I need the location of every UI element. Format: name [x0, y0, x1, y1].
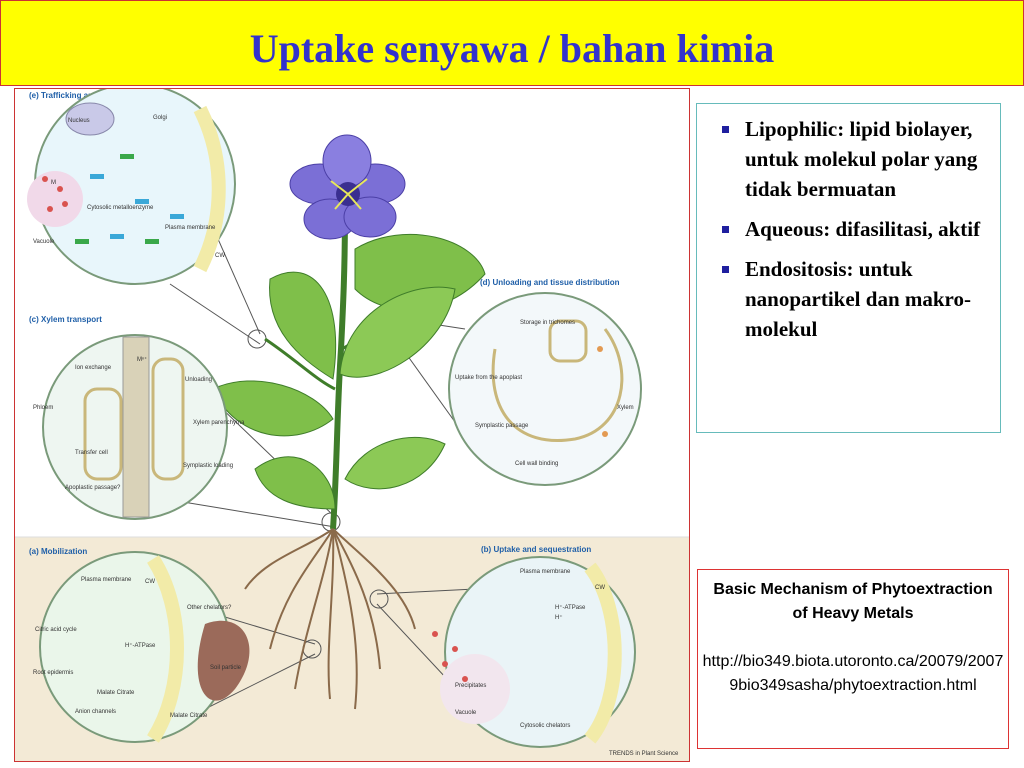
- label-plasma-membrane-a: Plasma membrane: [81, 577, 132, 583]
- bullet-text: Lipophilic: lipid biolayer, untuk moleku…: [745, 117, 978, 201]
- panel-d-header: (d) Unloading and tissue distribution: [480, 278, 620, 287]
- label-cw-b: CW: [595, 585, 605, 591]
- label-ion-exchange: Ion exchange: [75, 365, 112, 371]
- label-uptake-from-apoplast: Uptake from the apoplast: [455, 375, 522, 381]
- plant-stem: [330, 208, 348, 530]
- panel-c-circle: Ion exchange Unloading Phloem Xylem pare…: [33, 334, 245, 520]
- metal-ion: [57, 186, 63, 192]
- panel-a-circle: Plasma membrane CW Other chelators? Citr…: [33, 551, 250, 743]
- ion-plus-label: Mⁿ⁺: [137, 356, 147, 363]
- label-h-atpase-b: H⁺-ATPase: [555, 604, 586, 611]
- flower: [289, 134, 406, 240]
- title-bar: Uptake senyawa / bahan kimia: [0, 0, 1024, 86]
- label-soil-particle: Soil particle: [210, 665, 242, 671]
- metal-ion: [602, 431, 608, 437]
- metal-ion: [452, 646, 458, 652]
- plant-roots: [244, 528, 416, 710]
- bullet-text: Endositosis: untuk nanopartikel dan makr…: [745, 257, 971, 341]
- label-symplastic-passage: Symplastic passage: [475, 423, 529, 429]
- label-cytosolic-metalloenzyme: Cytosolic metalloenzyme: [87, 205, 154, 211]
- figure-svg: (e) Trafficking and sequestration (c) Xy…: [15, 89, 689, 761]
- plant-leaves: [212, 233, 486, 510]
- bullet-item-endositosis: Endositosis: untuk nanopartikel dan makr…: [711, 254, 990, 344]
- panel-b-header: (b) Uptake and sequestration: [481, 545, 591, 554]
- label-plasma-membrane-e: Plasma membrane: [165, 225, 216, 231]
- metal-ion: [432, 631, 438, 637]
- label-golgi: Golgi: [153, 115, 167, 121]
- label-xylem-parenchyma: Xylem parenchyma: [193, 420, 245, 426]
- metal-ion: [62, 201, 68, 207]
- bullet-list-box: Lipophilic: lipid biolayer, untuk moleku…: [696, 103, 1001, 433]
- label-phloem: Phloem: [33, 405, 53, 411]
- label-other-chelators: Other chelators?: [187, 605, 232, 611]
- metal-ion: [47, 206, 53, 212]
- square-bullet-icon: [722, 226, 729, 233]
- bullet-text: Aqueous: difasilitasi, aktif: [745, 217, 981, 241]
- zoom-marker-leaf: [247, 329, 267, 349]
- reference-title: Basic Mechanism of Phytoextraction of He…: [713, 581, 993, 622]
- proton-label: H⁺: [555, 614, 563, 621]
- figure-credit: TRENDS in Plant Science: [609, 751, 679, 757]
- zoom-marker-root-right: [369, 589, 389, 609]
- label-cell-wall-binding: Cell wall binding: [515, 461, 558, 467]
- label-root-epidermis: Root epidermis: [33, 670, 73, 676]
- metal-ion: [42, 176, 48, 182]
- reference-url[interactable]: http://bio349.biota.utoronto.ca/20079/20…: [702, 653, 1004, 694]
- label-storage-in-trichomes: Storage in trichomes: [520, 320, 575, 326]
- metal-ion: [597, 346, 603, 352]
- phytoextraction-figure: (e) Trafficking and sequestration (c) Xy…: [14, 88, 690, 762]
- metal-ion: [462, 676, 468, 682]
- label-transfer-cell: Transfer cell: [75, 450, 108, 456]
- label-plasma-membrane-b: Plasma membrane: [520, 569, 571, 575]
- panel-a-header: (a) Mobilization: [29, 547, 87, 556]
- label-nucleus: Nucleus: [68, 118, 90, 124]
- bullet-item-aqueous: Aqueous: difasilitasi, aktif: [711, 214, 990, 244]
- metal-ion: [442, 661, 448, 667]
- label-cw-e: CW: [215, 253, 225, 259]
- label-vacuole-b: Vacuole: [455, 710, 477, 716]
- bullet-list: Lipophilic: lipid biolayer, untuk moleku…: [697, 104, 1000, 344]
- label-malate-citrate-2: Malate Citrate: [170, 713, 208, 719]
- label-unloading: Unloading: [185, 377, 212, 383]
- label-xylem-d: Xylem: [617, 405, 634, 411]
- label-cw-a: CW: [145, 579, 155, 585]
- leaf-stalk-left: [264, 337, 336, 391]
- panel-b-circle: Plasma membrane CW H⁺-ATPase Precipitate…: [440, 556, 636, 748]
- label-h-atpase-a: H⁺-ATPase: [125, 642, 156, 649]
- panel-c-header: (c) Xylem transport: [29, 315, 102, 324]
- bullet-item-lipophilic: Lipophilic: lipid biolayer, untuk moleku…: [711, 114, 990, 204]
- slide-title: Uptake senyawa / bahan kimia: [249, 26, 775, 71]
- square-bullet-icon: [722, 266, 729, 273]
- label-apoplastic-passage: Apoplastic passage?: [65, 485, 121, 491]
- label-cytosolic-chelators: Cytosolic chelators: [520, 723, 570, 729]
- label-symplastic-loading: Symplastic loading: [183, 463, 233, 469]
- label-citric-acid-cycle: Citric acid cycle: [35, 627, 77, 633]
- metal-ions: M Mⁿ⁺ H⁺: [42, 176, 608, 682]
- label-vacuole-e: Vacuole: [33, 239, 55, 245]
- ion-label: M: [51, 180, 56, 186]
- label-anion-channels: Anion channels: [75, 709, 116, 715]
- panel-e-circle: Nucleus Golgi Cytosolic metalloenzyme Pl…: [27, 89, 236, 285]
- label-precipitates: Precipitates: [455, 683, 486, 689]
- square-bullet-icon: [722, 126, 729, 133]
- panel-d-circle: Storage in trichomes Uptake from the apo…: [448, 292, 642, 486]
- label-malate-citrate-1: Malate Citrate: [97, 690, 135, 696]
- reference-box: Basic Mechanism of Phytoextraction of He…: [697, 569, 1009, 749]
